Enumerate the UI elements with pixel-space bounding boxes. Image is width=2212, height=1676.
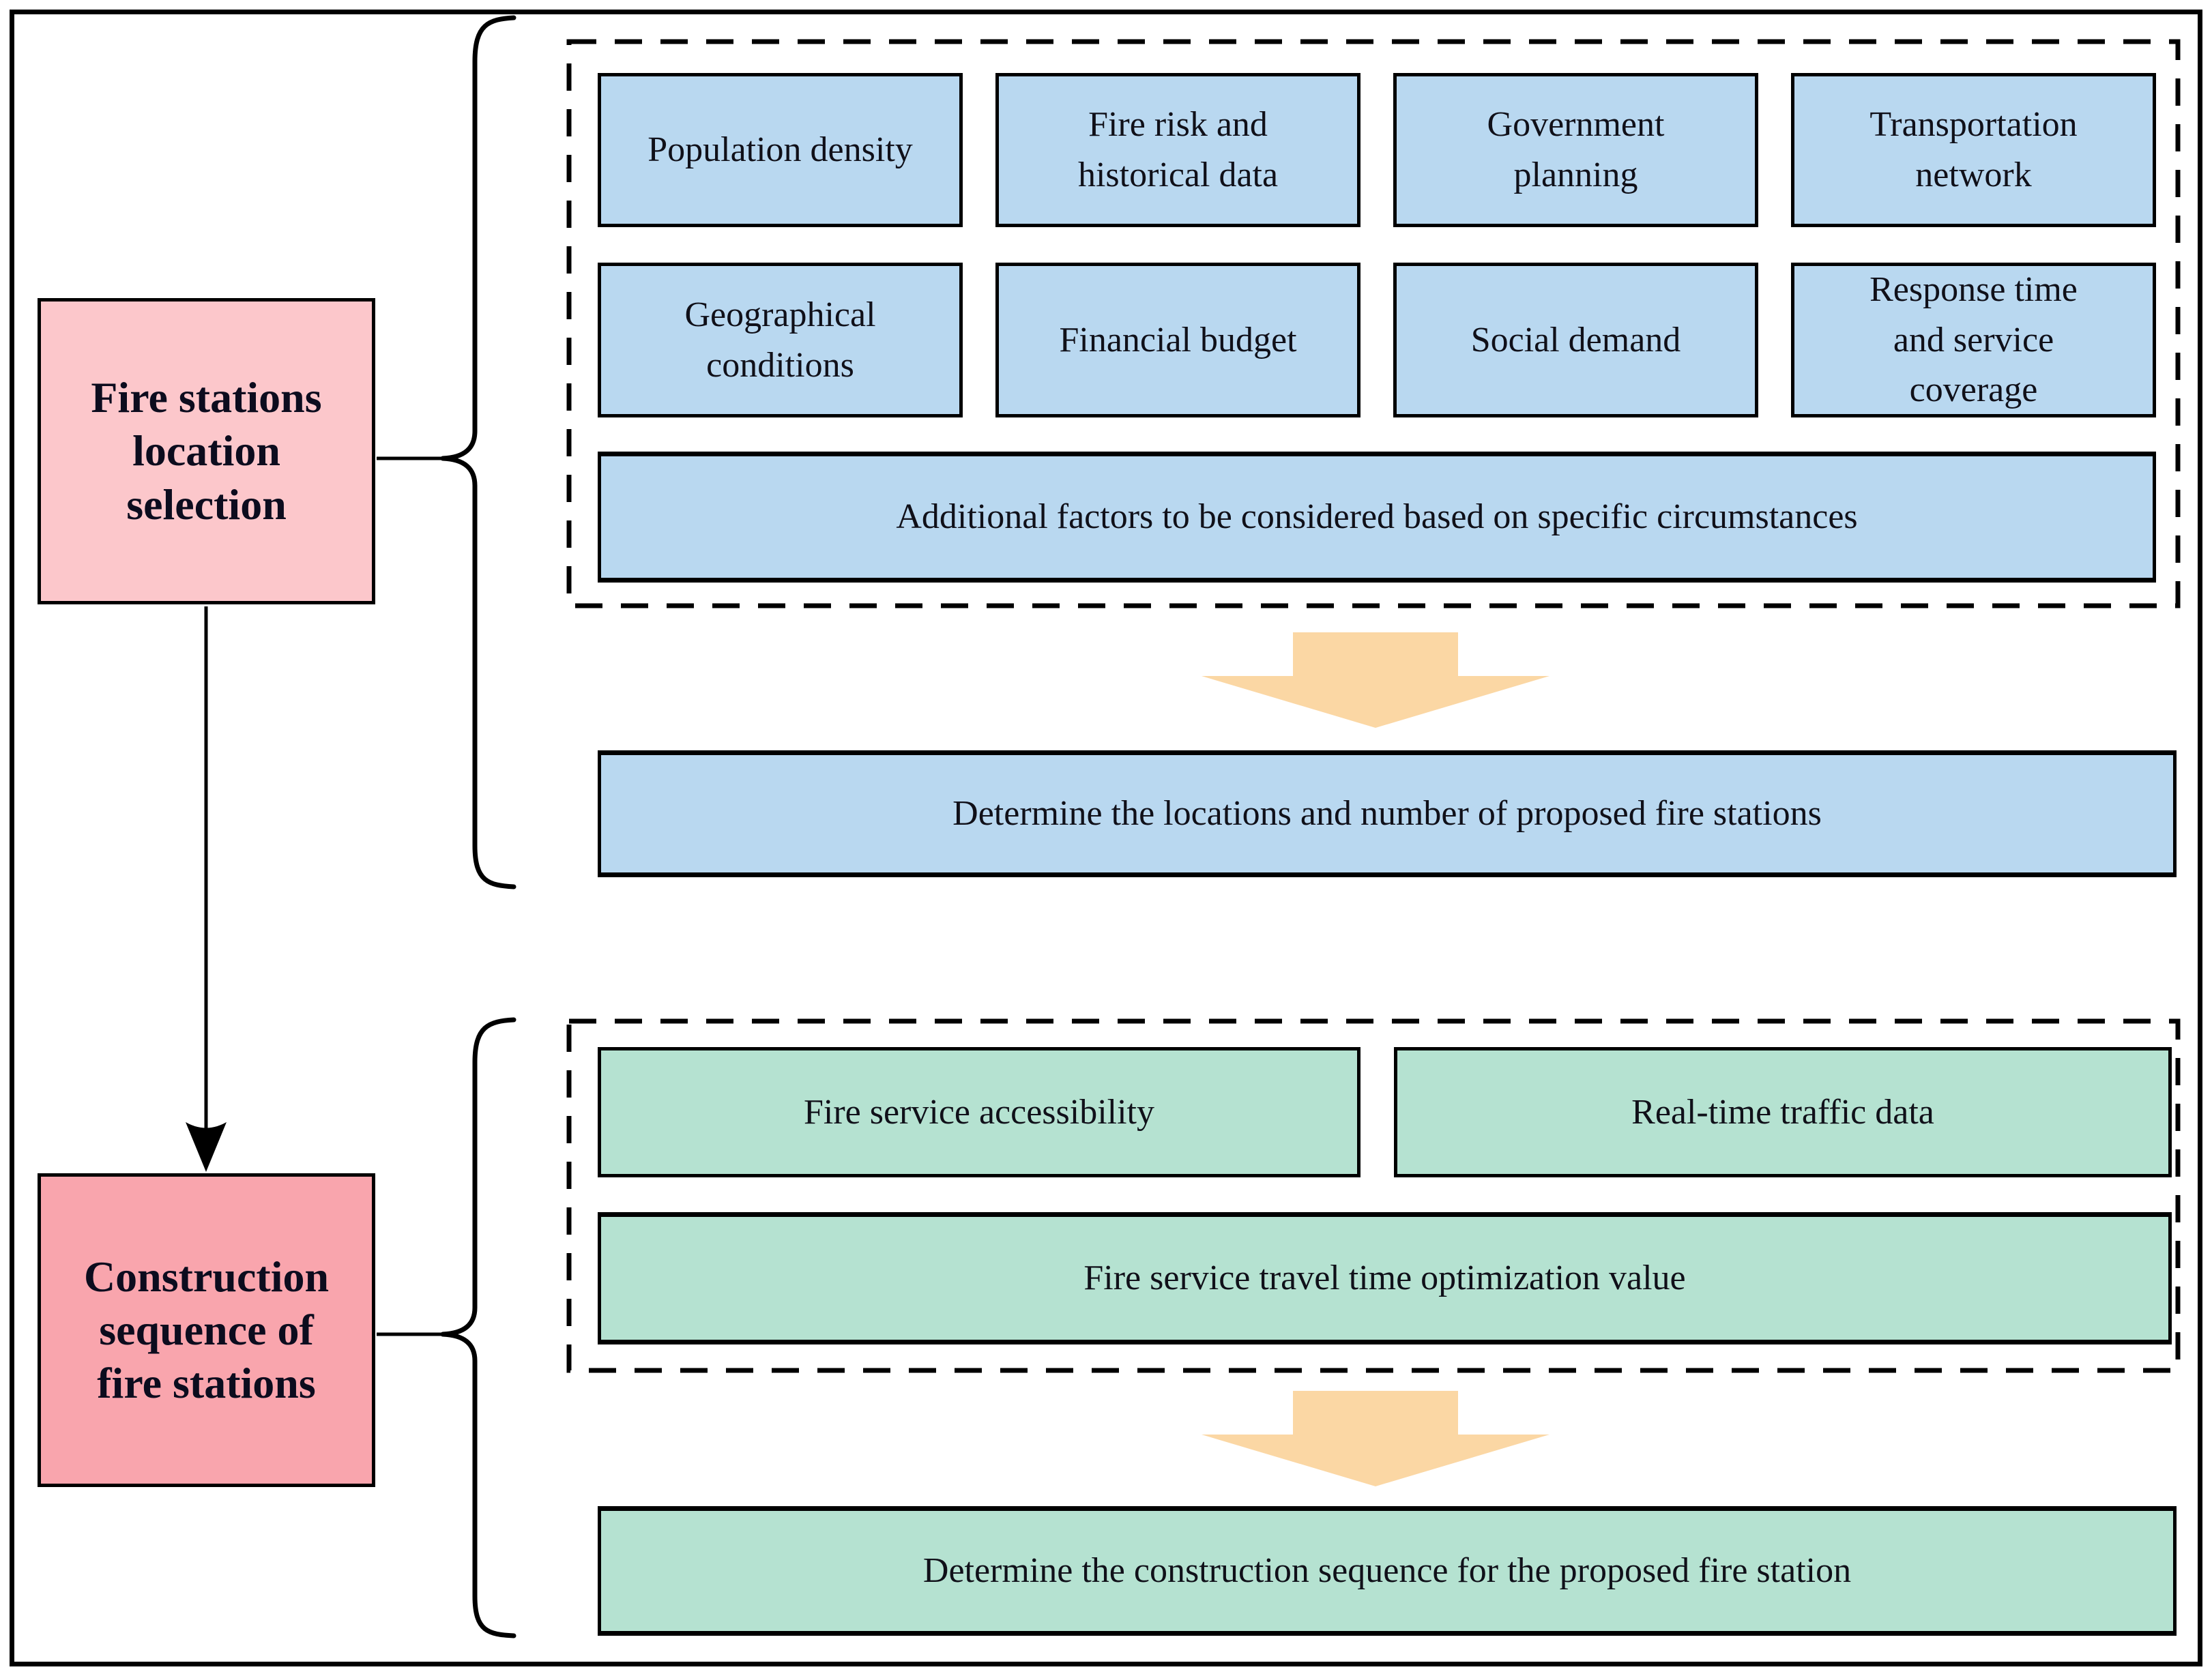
stage-box-construction-sequence: Construction sequence of fire stations [38,1173,375,1487]
factor-box-real-time-traffic-data: Real-time traffic data [1394,1047,2172,1177]
factor-box-social-demand: Social demand [1393,263,1758,417]
factor-box-financial-budget: Financial budget [995,263,1360,417]
stage-box-location-selection: Fire stations location selection [38,298,375,604]
outcome-box-locations-and-number: Determine the locations and number of pr… [598,750,2177,877]
factor-box-response-time-service-coverage: Response time and service coverage [1791,263,2156,417]
factor-box-fire-risk-historical-data: Fire risk and historical data [995,73,1360,227]
outcome-box-construction-sequence: Determine the construction sequence for … [598,1506,2177,1636]
factor-box-population-density: Population density [598,73,963,227]
factor-box-fire-service-accessibility: Fire service accessibility [598,1047,1360,1177]
outer-border [10,10,2202,1666]
factor-box-geographical-conditions: Geographical conditions [598,263,963,417]
factor-box-additional-factors: Additional factors to be considered base… [598,452,2156,583]
factor-box-government-planning: Government planning [1393,73,1758,227]
factor-box-travel-time-optimization: Fire service travel time optimization va… [598,1212,2172,1344]
factor-box-transportation-network: Transportation network [1791,73,2156,227]
